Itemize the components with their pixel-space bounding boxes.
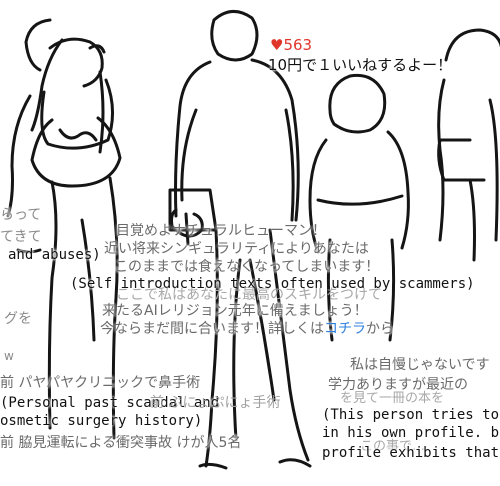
profile-caption-1: (This person tries to [322, 407, 500, 423]
scam-line-5: 来たるAIレリジョン元年に備えましょう！ [102, 303, 368, 319]
left-fragment-4: w [4, 349, 14, 363]
scam-line-1: 目覚めよナチュラルヒューマン！ [116, 223, 326, 239]
left-fragment-3: グを [4, 311, 32, 327]
scandal-caption-1: (Personal past scandal and [0, 395, 220, 411]
scam-line-4: ここで私はあなたに最高のスキルをつけて [116, 287, 382, 303]
scam-line-3: このままでは食えなくなってしまいます！ [114, 259, 380, 275]
profile-caption-2: in his own profile. bu [322, 425, 500, 441]
man-figure [168, 10, 312, 470]
scandal-caption-2: osmetic surgery history) [0, 413, 203, 429]
scam-line-2: 近い将来シンギュラリティによりあなたは [104, 241, 369, 257]
scam-line-6-suffix: から [366, 321, 394, 337]
left-fragment-1: らって [0, 207, 42, 223]
girl-figure [6, 18, 122, 440]
scandal-line-1: 前 パヤパヤクリニックで鼻手術 [0, 375, 201, 391]
scam-link[interactable]: コチラ [324, 321, 366, 337]
like-widget[interactable]: ♥563 [270, 38, 312, 53]
profile-line-4: この事で… [360, 439, 426, 454]
scam-line-6-prefix: 今ならまだ間に合います！詳しくは [100, 321, 324, 337]
profile-caption-3: profile exhibits that h [322, 445, 500, 461]
short-hair-figure [308, 73, 410, 342]
like-message: 10円で１いいねするよー！ [268, 56, 453, 74]
profile-line-3: を見て一冊の本を [340, 391, 445, 406]
scam-caption: (Self introduction texts often used by s… [70, 276, 475, 292]
scandal-line-3: 前 脇見運転による衝突事故 けが人5名 [0, 435, 242, 451]
heart-icon: ♥ [270, 36, 284, 54]
left-fragment-2: てきて [0, 229, 42, 245]
profile-line-1: 私は自慢じゃないです [350, 357, 490, 373]
right-edge-figure [437, 28, 500, 262]
scam-line-6: 今ならまだ間に合います！詳しくはコチラから [100, 322, 394, 336]
scandal-line-2: 前 ぷにょぷにょ手術 [150, 395, 281, 411]
like-count: 563 [283, 36, 313, 54]
left-caption: and abuses) [8, 247, 101, 263]
profile-line-2: 学力ありますが最近の [328, 377, 468, 393]
